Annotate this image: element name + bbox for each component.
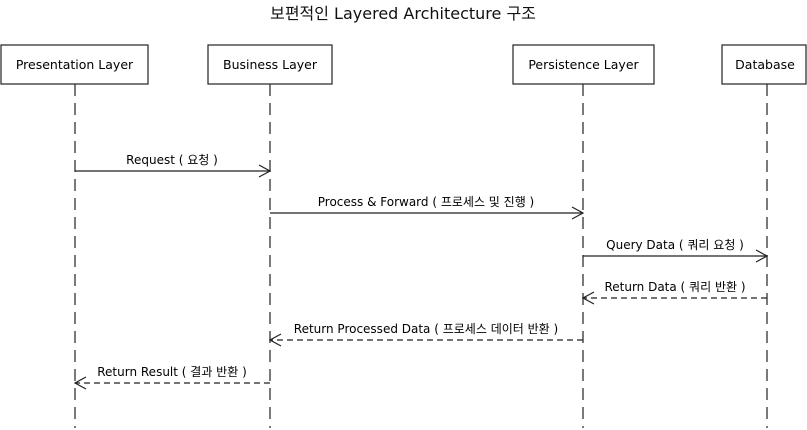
arrowhead [268,333,282,347]
participant-persistence: Persistence Layer [512,44,655,85]
message-arrow-2 [270,206,585,220]
arrowhead [73,376,87,390]
message-label-query-data: Query Data ( 쿼리 요청 ) [606,238,744,252]
participant-business: Business Layer [207,44,333,85]
participant-label-business: Business Layer [223,57,318,72]
message-label-process-forward: Process & Forward ( 프로세스 및 진행 ) [318,194,534,209]
diagram-title: 보편적인 Layered Architecture 구조 [270,4,536,23]
message-label-return-processed-data: Return Processed Data ( 프로세스 데이터 반환 ) [294,322,558,336]
message-label-return-result: Return Result ( 결과 반환 ) [97,365,247,379]
participant-label-presentation: Presentation Layer [16,57,134,72]
message-arrow-6 [73,376,270,390]
arrowhead [581,291,595,305]
arrowhead [258,164,272,178]
message-arrow-4 [581,291,767,305]
message-label-return-data: Return Data ( 쿼리 반환 ) [604,280,745,294]
message-arrows [73,164,769,390]
message-arrow-5 [268,333,583,347]
participant-database: Database [721,44,807,85]
arrowhead [571,206,585,220]
participant-presentation: Presentation Layer [0,44,149,85]
message-label-request: Request ( 요청 ) [126,153,218,167]
participant-label-persistence: Persistence Layer [528,57,639,72]
arrowhead [755,249,769,263]
message-arrow-3 [583,249,769,263]
message-arrow-1 [75,164,272,178]
participant-label-database: Database [735,57,795,72]
